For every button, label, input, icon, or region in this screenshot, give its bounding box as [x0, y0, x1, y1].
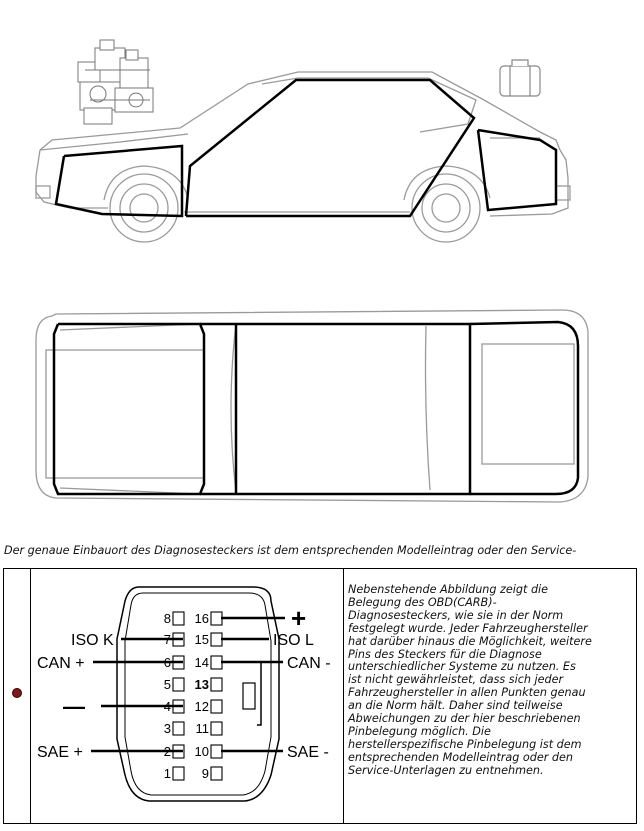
description-line: Pins des Steckers für die Diagnose	[348, 647, 542, 661]
column-divider	[343, 569, 344, 823]
pin-number-15: 15	[195, 632, 209, 647]
label-sae-plus: SAE +	[37, 744, 83, 761]
engine-icon	[77, 39, 154, 125]
pin-number-12: 12	[195, 699, 209, 714]
description-line: hat darüber hinaus die Möglichkeit, weit…	[348, 634, 592, 648]
pin-socket-1	[172, 766, 185, 781]
location-caption: Der genaue Einbauort des Diagnosestecker…	[4, 544, 577, 557]
description-line: Nebenstehende Abbildung zeigt die	[348, 583, 549, 596]
pin-socket-16	[210, 611, 223, 626]
description-line: Fahrzeughersteller in allen Punkten gena…	[348, 686, 586, 700]
car-illustration	[35, 39, 589, 503]
label-can-minus: CAN -	[287, 655, 331, 672]
description-line: Pinbelegung möglich. Die	[348, 724, 491, 738]
description-line: unterschiedlicher Systeme zu nutzen. Es	[348, 660, 576, 674]
car-top-zones	[52, 320, 580, 496]
description-line: ist nicht gewährleistet, dass sich jeder	[348, 673, 564, 687]
label-iso-k: ISO K	[71, 632, 114, 649]
pin-socket-5	[172, 677, 185, 692]
pin-socket-8	[172, 611, 185, 626]
pin-socket-12	[210, 699, 223, 714]
car-top-view	[35, 309, 589, 503]
description-line: entsprechenden Modelleintrag oder den	[348, 750, 573, 764]
pin-socket-11	[210, 721, 223, 736]
pin-number-13: 13	[195, 677, 209, 692]
description-line: Belegung des OBD(CARB)-	[348, 595, 497, 609]
description-line: herstellerspezifische Pinbelegung ist de…	[348, 737, 582, 751]
pin-socket-9	[210, 766, 223, 781]
connector-inner-outline	[124, 592, 272, 796]
description-line: Service-Unterlagen zu entnehmen.	[348, 763, 544, 777]
pin-number-9: 9	[202, 766, 209, 781]
luggage-icon	[499, 59, 541, 97]
label-iso-l: ISO L	[273, 632, 314, 649]
pin-number-3: 3	[164, 721, 171, 736]
car-side-zones	[54, 78, 558, 218]
label-minus: —	[63, 694, 85, 719]
pin-socket-10	[210, 744, 223, 759]
description-line: Abweichungen zu der hier beschriebenen	[348, 712, 581, 726]
column-divider	[30, 569, 31, 823]
pin-socket-13	[210, 677, 223, 692]
pin-socket-3	[172, 721, 185, 736]
pin-bridge-box	[242, 682, 256, 710]
pin-number-10: 10	[195, 744, 209, 759]
pin-socket-14	[210, 655, 223, 670]
pin-number-1: 1	[164, 766, 171, 781]
pin-number-16: 16	[195, 611, 209, 626]
pin-number-5: 5	[164, 677, 171, 692]
pin-number-8: 8	[164, 611, 171, 626]
connector-outline	[116, 586, 280, 802]
pin-number-11: 11	[196, 721, 210, 736]
description-line: Diagnosesteckers, wie sie in der Norm	[348, 608, 564, 622]
bullet-dot-icon	[12, 688, 22, 698]
pin-socket-15	[210, 632, 223, 647]
label-plus: +	[291, 603, 306, 633]
label-sae-minus: SAE -	[287, 744, 329, 761]
pin-number-14: 14	[195, 655, 209, 670]
description-line: festgelegt wurde. Jeder Fahrzeugherstell…	[348, 621, 588, 635]
label-can-plus: CAN +	[37, 655, 85, 672]
description-line: an die Norm hält. Daher sind teilweise	[348, 699, 563, 713]
